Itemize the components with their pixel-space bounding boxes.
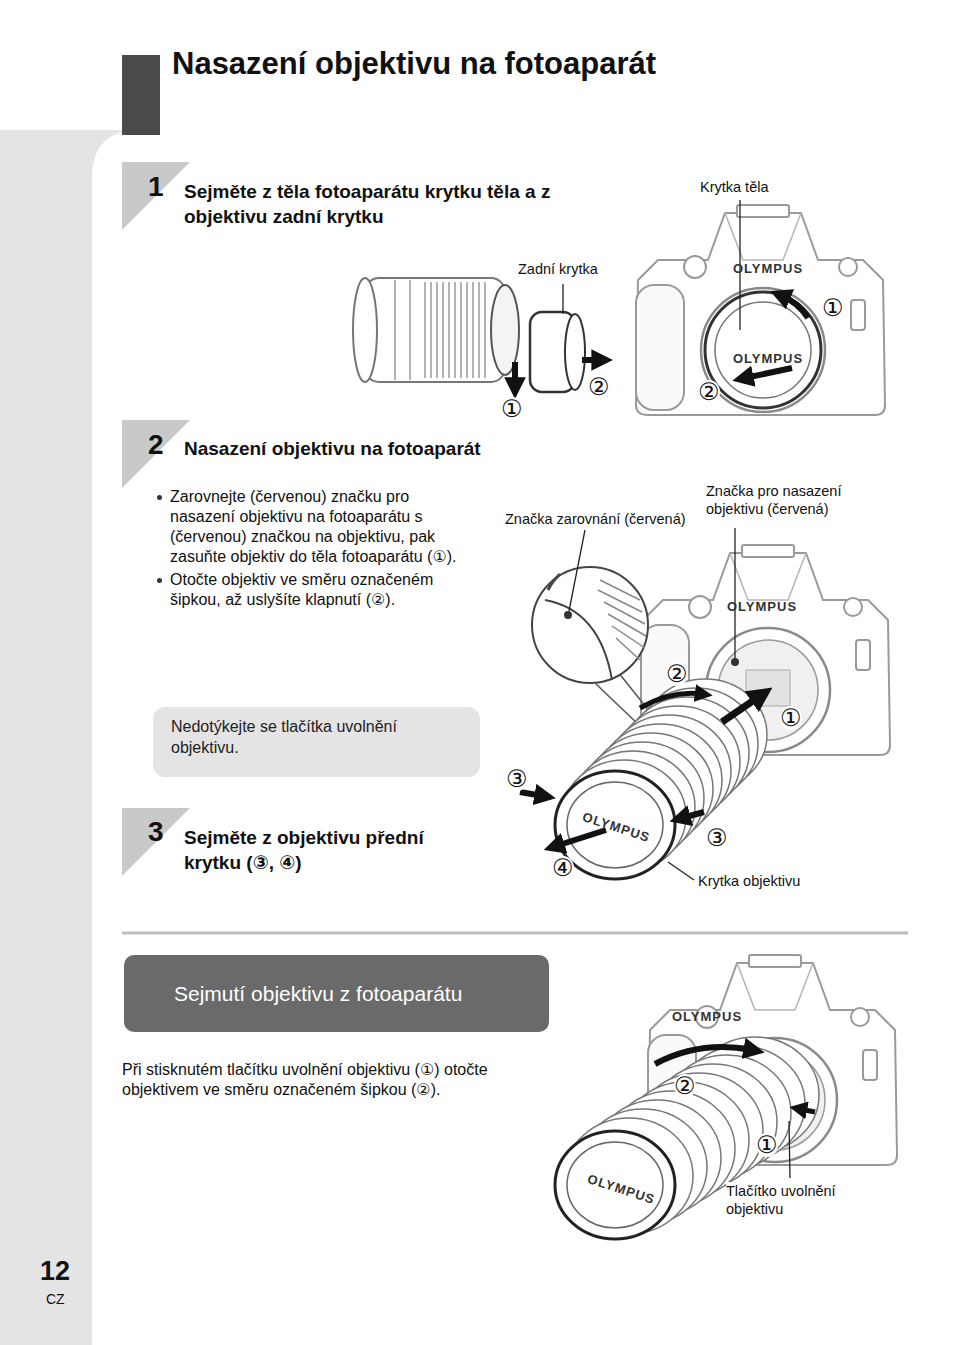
- part-label: Tlačítko uvolnění objektivu: [726, 1182, 881, 1218]
- page-title: Nasazení objektivu na fotoaparát: [172, 46, 656, 82]
- callout-number: ②: [698, 380, 720, 404]
- node-text: Nedotýkejte se tlačítka uvolnění objekti…: [171, 717, 462, 759]
- section-banner: Sejmutí objektivu z fotoaparátu: [124, 955, 549, 1032]
- callout-number: ③: [506, 767, 528, 791]
- callout-number: ②: [666, 662, 688, 686]
- step-number: 3: [148, 815, 164, 849]
- step-number: 2: [148, 428, 164, 462]
- step-heading: Nasazení objektivu na fotoaparát: [184, 437, 481, 462]
- brand-text: OLYMPUS: [733, 262, 803, 275]
- bullet-dot: [157, 578, 162, 583]
- part-label: Zadní krytka: [518, 260, 598, 278]
- body-text: Při stisknutém tlačítku uvolnění objekti…: [122, 1060, 542, 1100]
- step-number: 1: [148, 170, 164, 204]
- part-label: Krytka těla: [700, 178, 769, 196]
- language-code: CZ: [46, 1291, 65, 1308]
- body-text: Zarovnejte (červenou) značku pro nasazen…: [170, 487, 475, 567]
- part-label: Značka pro nasazení objektivu (červená): [706, 482, 876, 518]
- callout-number: ②: [588, 375, 610, 399]
- page-number: 12: [40, 1255, 70, 1287]
- step-heading: Sejměte z těla fotoaparátu krytku těla a…: [184, 180, 574, 229]
- brand-text: OLYMPUS: [727, 600, 797, 613]
- step-heading: Sejměte z objektivu přední krytku (③, ④): [184, 826, 474, 875]
- callout-number: ④: [552, 856, 574, 880]
- note-box: Nedotýkejte se tlačítka uvolnění objekti…: [153, 707, 480, 777]
- body-text: Otočte objektiv ve směru označeném šipko…: [170, 570, 475, 610]
- part-label: Krytka objektivu: [698, 872, 800, 890]
- brand-text: OLYMPUS: [672, 1010, 742, 1023]
- callout-number: ①: [756, 1133, 778, 1157]
- callout-number: ①: [501, 397, 523, 421]
- brand-text: OLYMPUS: [733, 352, 803, 365]
- callout-number: ③: [706, 826, 728, 850]
- part-label: Značka zarovnání (červená): [505, 510, 686, 528]
- callout-number: ②: [674, 1074, 696, 1098]
- bullet-dot: [157, 495, 162, 500]
- callout-number: ①: [822, 296, 844, 320]
- node-text: Sejmutí objektivu z fotoaparátu: [174, 980, 499, 1007]
- callout-number: ①: [780, 706, 802, 730]
